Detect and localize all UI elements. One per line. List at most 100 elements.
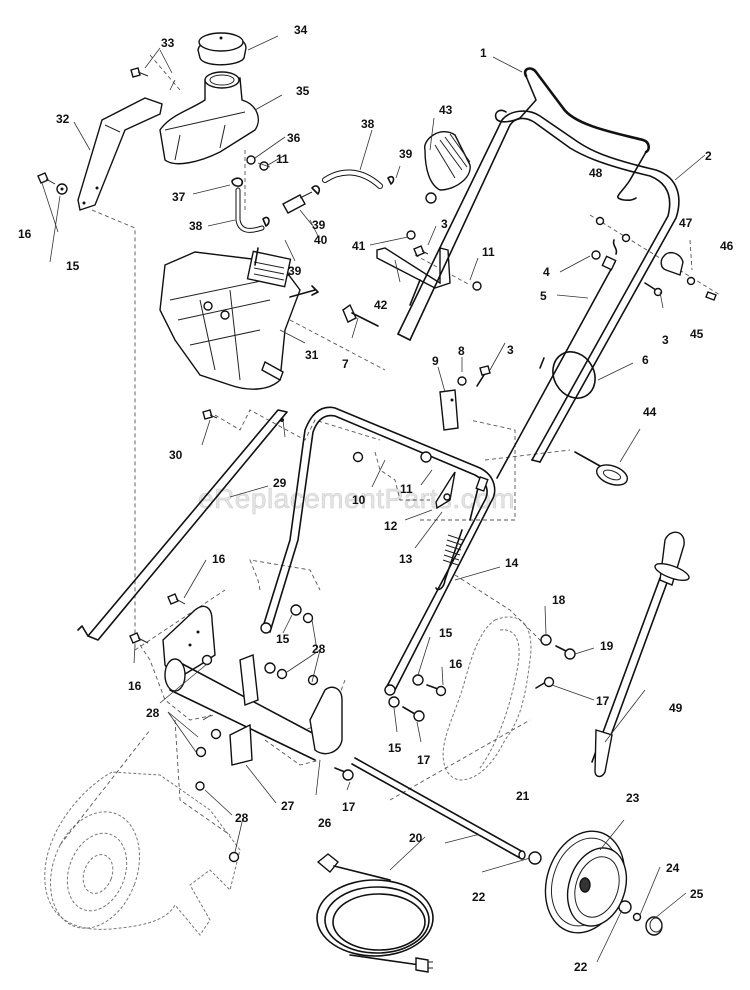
- brace-29: [77, 409, 288, 641]
- bolt-30: [202, 409, 218, 420]
- callout-17: 17: [596, 694, 610, 708]
- callout-26: 26: [318, 816, 332, 830]
- bolt-17-right: [535, 676, 555, 689]
- nut-4: [591, 250, 601, 260]
- callout-46: 46: [720, 239, 734, 253]
- callout-15: 15: [439, 626, 453, 640]
- nut-41: [406, 230, 416, 240]
- lever-12: [435, 471, 456, 510]
- fuel-tank-part: [159, 71, 259, 165]
- callout-39: 39: [399, 147, 413, 161]
- leader-lines: [41, 35, 706, 963]
- nut-11-lower: [420, 451, 432, 463]
- ghost-auger-housing: [44, 771, 241, 936]
- callout-17: 17: [417, 753, 431, 767]
- washer-47a: [621, 233, 631, 243]
- nut-48: [595, 216, 605, 226]
- callout-32: 32: [56, 112, 70, 126]
- callout-16: 16: [128, 679, 142, 693]
- callout-15: 15: [388, 741, 402, 755]
- washer-47b: [686, 276, 696, 286]
- upper-handle-part: [397, 110, 680, 463]
- callout-1: 1: [480, 46, 487, 60]
- callout-43: 43: [439, 103, 453, 117]
- fuel-line-assembly: [231, 169, 395, 233]
- control-bail-part: [494, 67, 650, 201]
- eye-bolt-part: [574, 451, 629, 486]
- callout-4: 4: [543, 265, 550, 279]
- callout-39: 39: [288, 264, 302, 278]
- callout-49: 49: [669, 701, 683, 715]
- callout-28: 28: [235, 811, 249, 825]
- carriage-bolt-7: [342, 303, 379, 327]
- callout-3: 3: [507, 343, 514, 357]
- callout-11: 11: [276, 152, 289, 166]
- callout-21: 21: [516, 789, 530, 803]
- callout-45: 45: [690, 327, 704, 341]
- callout-44: 44: [643, 405, 657, 419]
- callout-18: 18: [552, 593, 566, 607]
- callout-9: 9: [432, 354, 439, 368]
- callout-27: 27: [281, 799, 295, 813]
- callout-41: 41: [352, 239, 366, 253]
- screw-33-part: [130, 67, 149, 78]
- callout-12: 12: [384, 519, 398, 533]
- callout-15: 15: [276, 632, 290, 646]
- axle-part: [351, 757, 526, 860]
- callout-10: 10: [352, 493, 366, 507]
- bolt-washer-top-left: [37, 172, 68, 195]
- assembly-guide-lines: [59, 54, 721, 846]
- bolt-19: [555, 645, 576, 660]
- cable-clip-45: [660, 251, 684, 276]
- wheel-part: [544, 830, 628, 934]
- extension-cord-part: [316, 853, 434, 973]
- callout-5: 5: [540, 289, 547, 303]
- washer-15c: [412, 674, 424, 686]
- callout-28: 28: [312, 642, 326, 656]
- callout-34: 34: [294, 23, 308, 37]
- callout-38: 38: [361, 117, 375, 131]
- nut-28c: [307, 674, 319, 686]
- spring-13: [435, 476, 489, 591]
- nut-8: [457, 376, 467, 386]
- callout-30: 30: [169, 448, 183, 462]
- callout-29: 29: [273, 476, 287, 490]
- nut-11-mid: [472, 281, 482, 291]
- callout-37: 37: [172, 190, 186, 204]
- callout-42: 42: [374, 298, 388, 312]
- callout-7: 7: [342, 357, 349, 371]
- callout-28: 28: [146, 706, 160, 720]
- engine-part: [159, 247, 319, 390]
- nut-28e: [210, 728, 222, 740]
- hub-cap-25: [645, 916, 663, 936]
- callout-3: 3: [662, 333, 669, 347]
- callout-47: 47: [679, 216, 693, 230]
- callout-11: 11: [400, 482, 413, 496]
- washer-36: [246, 155, 256, 165]
- callout-22: 22: [574, 960, 588, 974]
- callout-19: 19: [600, 639, 614, 653]
- callout-11: 11: [482, 245, 495, 259]
- callout-22: 22: [472, 890, 486, 904]
- callout-25: 25: [690, 887, 704, 901]
- nut-28b: [276, 668, 288, 680]
- callout-6: 6: [642, 353, 649, 367]
- push-nut-24: [632, 912, 642, 922]
- lower-handle-part: [260, 406, 496, 696]
- callout-16: 16: [212, 552, 226, 566]
- nut-28d: [201, 654, 213, 666]
- washer-15a: [290, 604, 302, 616]
- callout-8: 8: [458, 344, 465, 358]
- callout-24: 24: [666, 861, 680, 875]
- callout-3: 3: [441, 217, 448, 231]
- callout-40: 40: [314, 233, 328, 247]
- bolt-3-top: [413, 245, 429, 257]
- callout-labels: 1 2 3 3 3 4 5 6 7 8 9 10 11 11 11 12 13 …: [18, 23, 734, 974]
- callout-23: 23: [626, 791, 640, 805]
- bolt-17-mid: [402, 706, 425, 722]
- nut-28a: [302, 612, 314, 624]
- callout-36: 36: [287, 131, 301, 145]
- ghost-chute-side-panel: [442, 616, 532, 781]
- bracket-9: [439, 389, 459, 431]
